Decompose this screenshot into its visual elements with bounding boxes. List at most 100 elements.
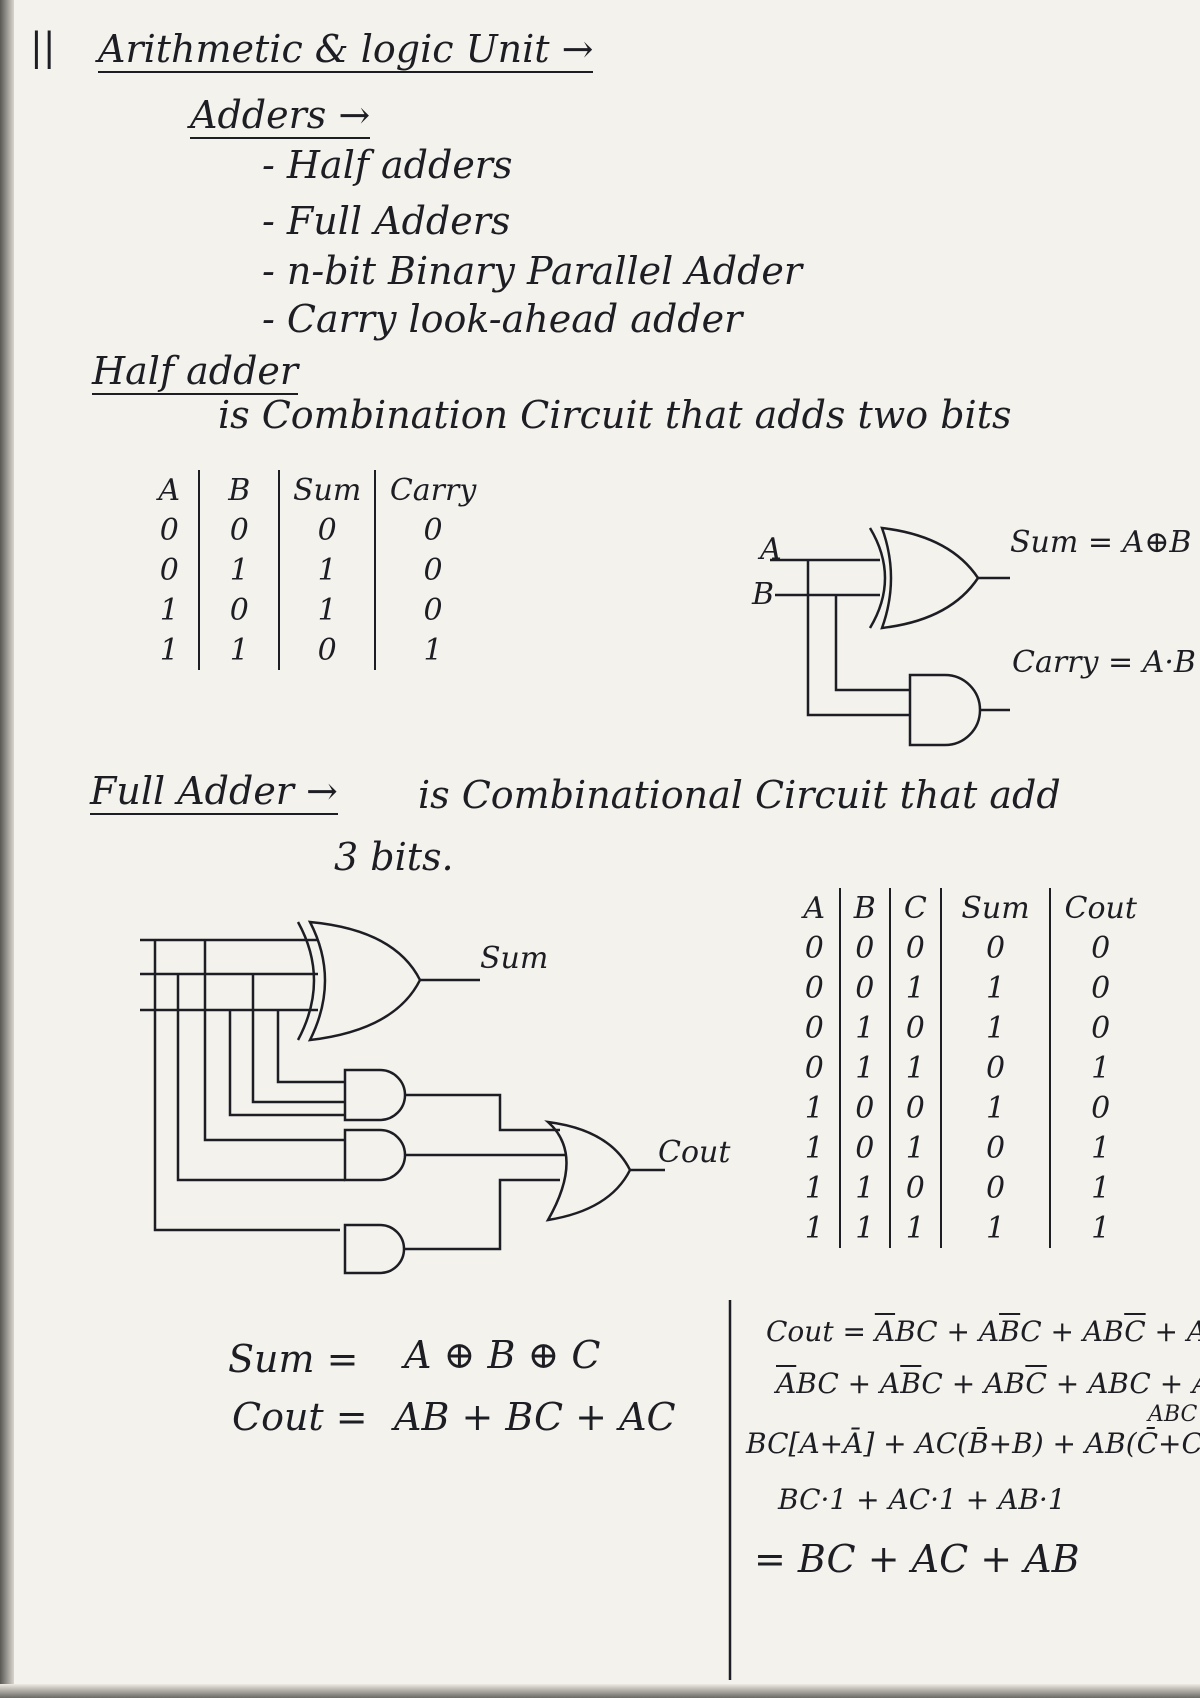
bus-vertical-wire [276,1010,345,1084]
full-adder-definition: is Combinational Circuit that add [418,773,1061,817]
bus-vertical-wire [176,974,345,1182]
table-cell: 0 [374,590,490,630]
a-tap-wire [806,560,910,717]
table-cell: 1 [838,1168,891,1208]
table-cell: 1 [159,632,179,668]
table-cell: 1 [804,1210,824,1246]
adders-heading: Adders → [190,93,371,139]
input-a-label: A [760,532,782,567]
and-to-or-wire [405,1093,560,1132]
table-cell: 1 [1049,1168,1150,1208]
column-header: B [198,470,280,510]
table-cell: 0 [804,930,824,966]
table-cell: 0 [838,928,891,968]
table-cell: 0 [159,512,179,548]
xor-gate-back [868,527,887,629]
term-pre: + A [838,1367,901,1400]
table-cell: 0 [889,1168,941,1208]
table-cell: 1 [838,1208,891,1248]
sum-equation-rhs: A ⊕ B ⊕ C [404,1333,601,1377]
table-cell: 1 [889,1048,941,1088]
b-tap-wire [834,595,910,692]
and-to-or-wire [405,1178,560,1251]
table-cell: 1 [838,1008,891,1048]
term-pre: + AB [1041,1315,1125,1348]
table-cell: 1 [804,1130,824,1166]
table-cell: 0 [889,1088,941,1128]
table-cell: 0 [804,970,824,1006]
table-cell: 0 [374,510,490,550]
column-header: A [803,890,826,926]
table-cell: 0 [198,510,280,550]
table-cell: 0 [278,510,376,550]
column-header: Cout [1049,888,1150,928]
table-cell: 1 [278,590,376,630]
table-cell: 0 [804,1050,824,1086]
term-rest: BC [796,1367,839,1400]
full-adder-definition-cont: 3 bits. [334,835,454,879]
table-cell: 1 [1049,1048,1150,1088]
term-bar: A [776,1367,797,1400]
derivation-prefix: Cout = [766,1315,875,1348]
column-header: C [889,888,941,928]
column-header: Sum [939,888,1051,928]
table-cell: 1 [889,1128,941,1168]
table-cell: 0 [939,928,1051,968]
table-cell: 0 [838,968,891,1008]
term-bar: B [900,1367,922,1400]
table-cell: 0 [838,1128,891,1168]
table-cell: 1 [374,630,490,670]
table-cell: 1 [804,1170,824,1206]
and-gate-1 [343,1068,407,1122]
table-cell: 0 [1049,968,1150,1008]
table-cell: 1 [1049,1128,1150,1168]
derivation-line-2: ABC + ABC + ABC + ABC + ABC + [776,1370,1200,1398]
table-cell: 0 [159,552,179,588]
adder-type-item: - Full Adders [262,199,511,243]
table-cell: 1 [939,1008,1051,1048]
column-header: B [838,888,891,928]
table-cell: 0 [838,1088,891,1128]
table-cell: 1 [804,1090,824,1126]
table-row: 1 1 0 1 [140,630,490,670]
table-row: 0 1 1 0 [140,550,490,590]
and-gate-body [908,673,982,747]
and-gate-2 [343,1128,407,1182]
term-pre: + ABC [1154,1315,1200,1348]
input-b-label: B [752,577,775,612]
carry-output-label: Carry = A·B [1012,645,1196,680]
half-adder-definition: is Combination Circuit that adds two bit… [218,393,1012,437]
table-cell: 0 [939,1168,1051,1208]
term-rest: C [921,1367,943,1400]
table-cell: 0 [1049,928,1150,968]
cout-equation-lhs: Cout = [232,1395,368,1439]
xor-gate-back [296,921,316,1041]
half-adder-truth-table: A B Sum Carry 0 0 0 0 0 1 1 0 1 0 1 0 1 … [140,470,490,670]
term-pre: + AB [942,1367,1026,1400]
term-bar: C [1025,1367,1047,1400]
column-header: Sum [278,470,376,510]
cout-output-label: Cout [658,1135,731,1170]
and-gate-3 [343,1223,406,1275]
table-cell: 1 [1049,1208,1150,1248]
table-cell: 1 [198,550,280,590]
table-cell: 1 [939,1088,1051,1128]
full-adder-heading: Full Adder → [90,769,338,815]
table-cell: 1 [838,1048,891,1088]
half-adder-heading: Half adder [92,349,299,395]
term-bar: A [874,1315,896,1348]
table-cell: 0 [939,1128,1051,1168]
term-bar: C [1124,1315,1146,1348]
derivation-line-4: BC·1 + AC·1 + AB·1 [778,1483,1066,1516]
or-gate-body [544,1120,632,1222]
page-title: Arithmetic & logic Unit → [98,27,594,73]
column-header: A [158,472,181,508]
